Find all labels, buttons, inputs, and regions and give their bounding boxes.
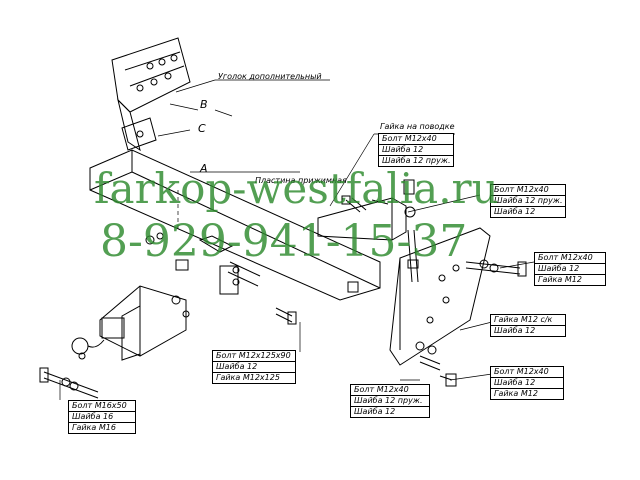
main-crossbeam xyxy=(89,149,381,301)
label-ugolok: Уголок дополнительный xyxy=(218,72,322,81)
table-m12x40-right: Болт M12x40 Шайба 12 Гайка M12 xyxy=(534,252,606,286)
table-row: Шайба 16 xyxy=(69,412,135,423)
table-row: Болт M12x40 xyxy=(535,253,605,264)
table-row: Шайба 12 xyxy=(213,362,295,373)
leader-lines xyxy=(59,79,535,400)
table-row: Гайка M12 с/к xyxy=(491,315,565,326)
table-row: Шайба 12 xyxy=(354,407,396,416)
table-row: Шайба 12 пруж. xyxy=(491,196,565,207)
table-row: Болт M12x40 xyxy=(379,134,453,145)
upper-right-bracket xyxy=(317,179,416,241)
label-plastina: Пластина прижимная xyxy=(255,176,347,185)
table-gayka-sk: Гайка M12 с/к Шайба 12 xyxy=(490,314,566,337)
table-row: Шайба 12 пруж. xyxy=(382,156,451,165)
table-row: Шайба 12 xyxy=(535,264,605,275)
upper-bracket xyxy=(111,37,191,152)
right-side-plate xyxy=(389,227,491,366)
table-m12x40-bottom: Болт M12x40 Шайба 12 пруж. Шайба 12 xyxy=(350,384,430,418)
table-povodke: Болт M12x40 Шайба 12 Шайба 12 пруж. xyxy=(378,133,454,167)
table-row: Болт M12x125x90 xyxy=(213,351,295,362)
table-row: Болт M12x40 xyxy=(491,367,563,378)
right-fasteners xyxy=(407,229,527,387)
table-m12x40-top: Болт M12x40 Шайба 12 пруж. Шайба 12 xyxy=(490,184,566,218)
table-row: Гайка M12 xyxy=(538,275,582,284)
label-letter-a: A xyxy=(200,162,208,175)
table-row: Болт M12x40 xyxy=(491,185,565,196)
table-row: Шайба 12 xyxy=(494,326,536,335)
table-row: Гайка M12x125 xyxy=(216,373,280,382)
watermark-phone: 8-929-941-15-37 xyxy=(100,216,468,267)
table-row: Болт M16x50 xyxy=(69,401,135,412)
table-row: Болт M12x40 xyxy=(351,385,429,396)
table-row: Шайба 12 xyxy=(494,207,536,216)
table-row: Гайка M12 xyxy=(494,389,538,398)
table-row: Гайка M16 xyxy=(72,423,116,432)
table-row: Шайба 12 пруж. xyxy=(351,396,429,407)
label-letter-c: C xyxy=(198,122,206,135)
tow-ball-assembly xyxy=(39,285,190,399)
watermark-site: farkop-westfalia.ru xyxy=(94,164,499,213)
table-m16: Болт M16x50 Шайба 16 Гайка M16 xyxy=(68,400,136,434)
table-m12x125: Болт M12x125x90 Шайба 12 Гайка M12x125 xyxy=(212,350,296,384)
label-letter-b: B xyxy=(200,98,208,111)
top-right-bolts xyxy=(341,195,389,213)
middle-fasteners xyxy=(219,265,359,325)
table-row: Шайба 12 xyxy=(379,145,453,156)
label-gayka-povodke: Гайка на поводке xyxy=(380,122,455,131)
table-m12x40-lower: Болт M12x40 Шайба 12 Гайка M12 xyxy=(490,366,564,400)
table-row: Шайба 12 xyxy=(491,378,563,389)
